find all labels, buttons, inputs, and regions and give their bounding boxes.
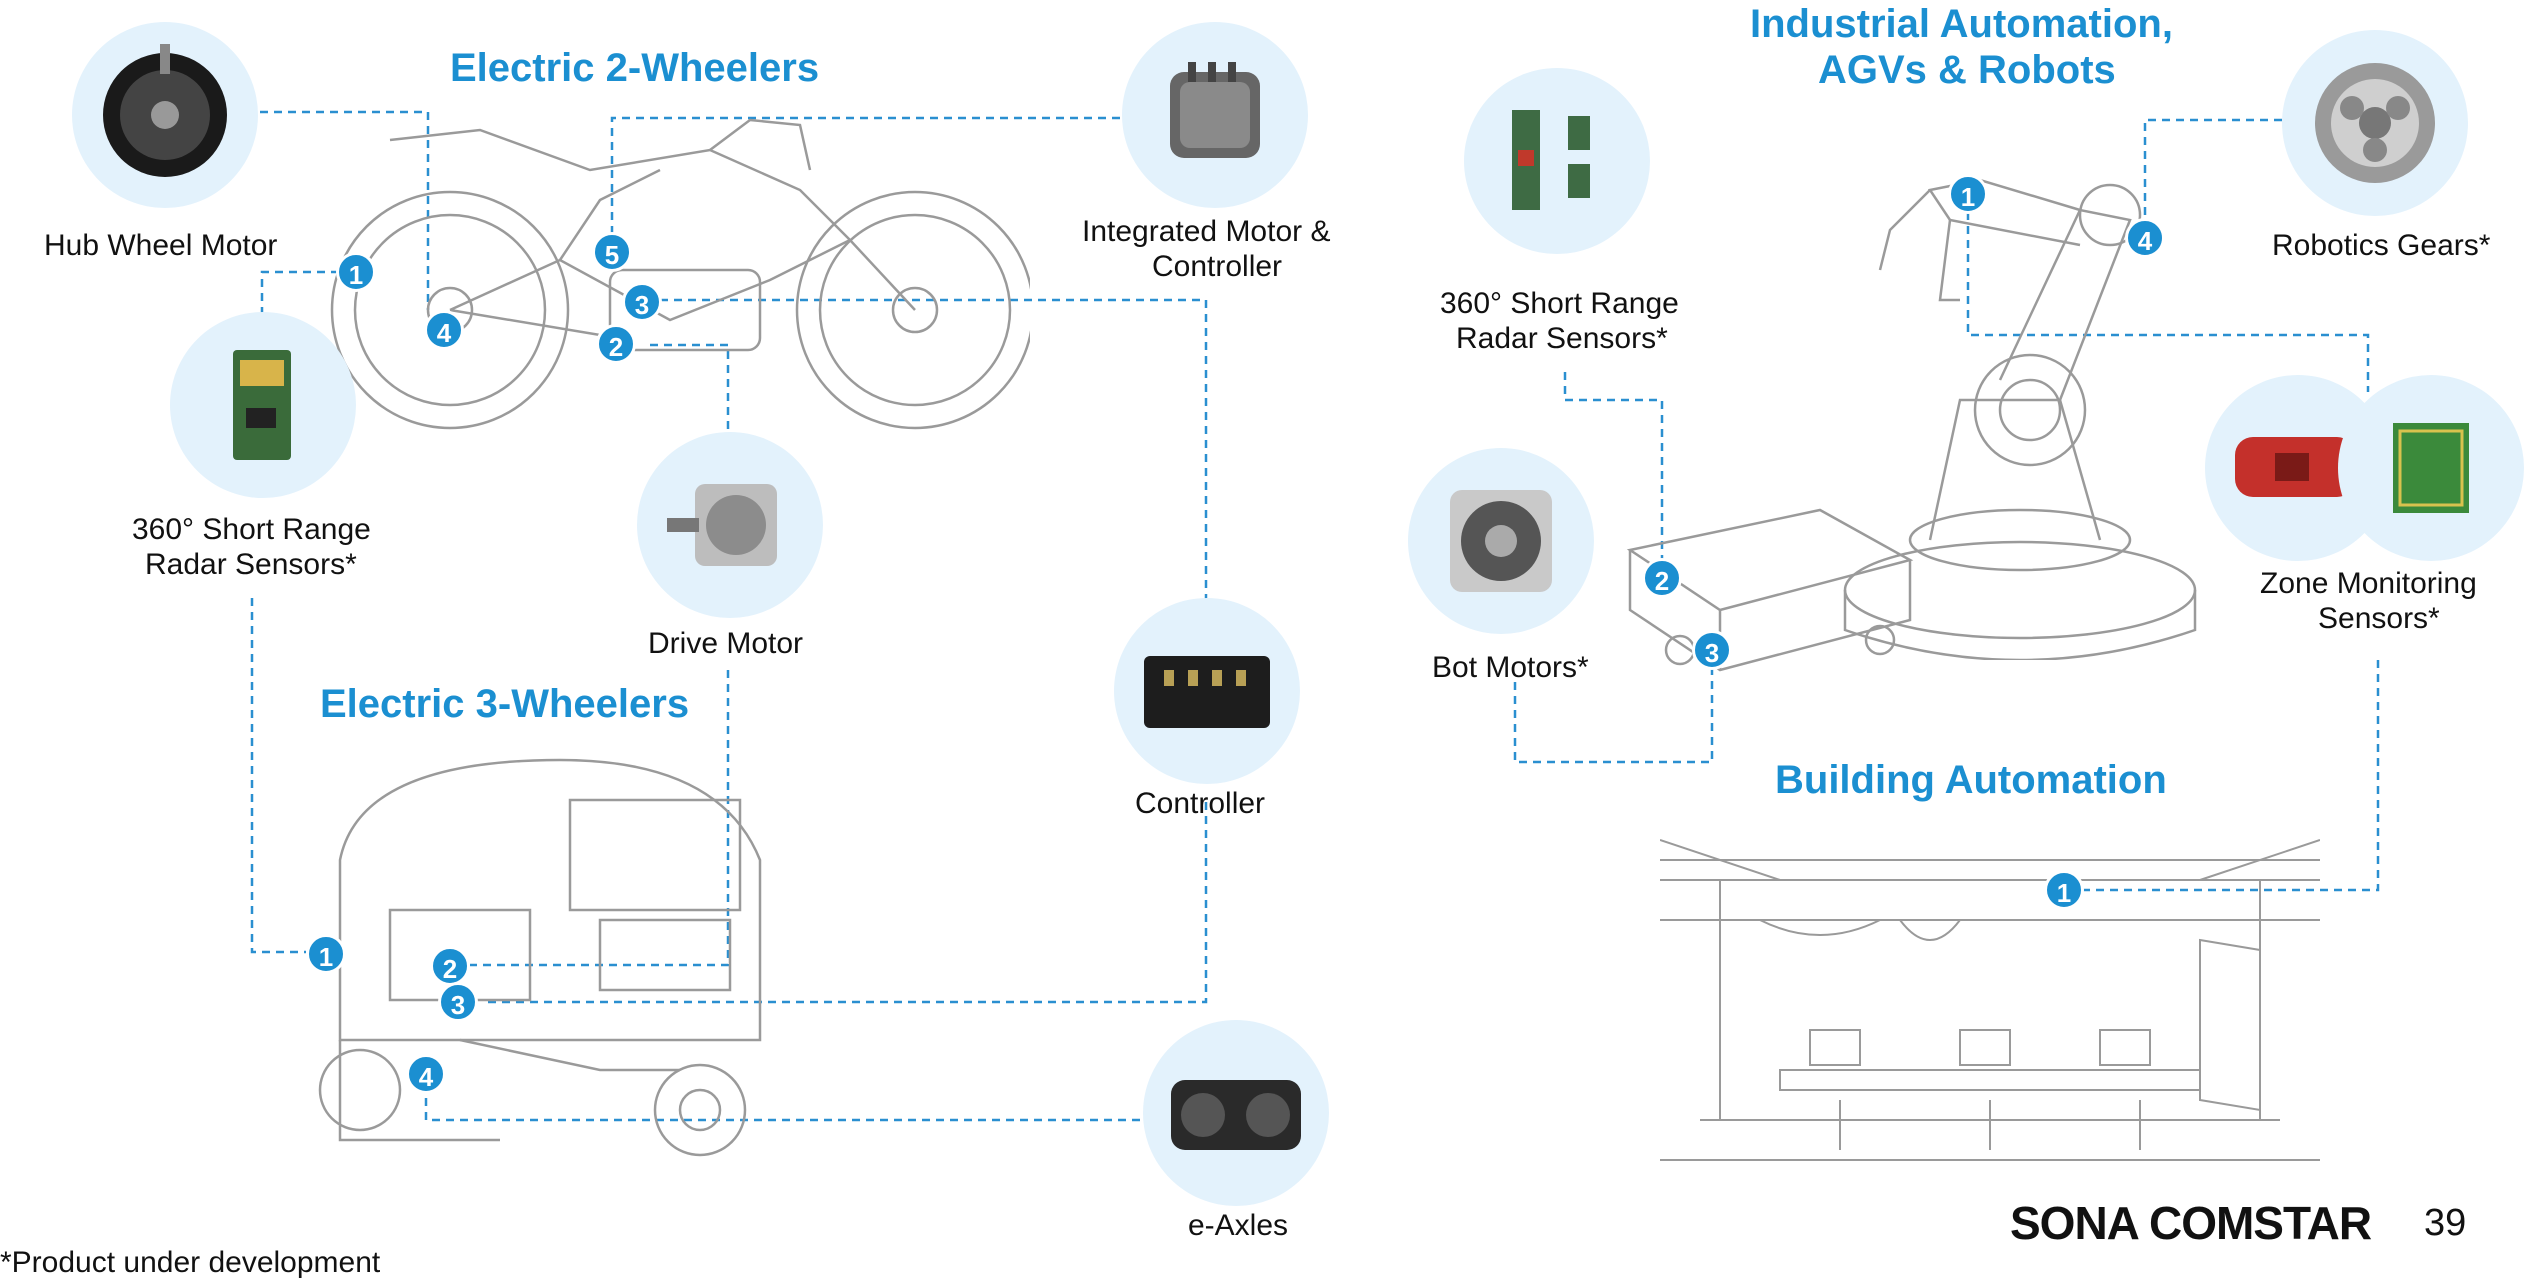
badge-3w-4: 4 <box>406 1054 446 1094</box>
robot-arm-illustration <box>1843 178 2197 660</box>
brand-logo: SONA COMSTAR <box>2010 1197 2372 1249</box>
radar-sensor-right-image <box>1464 68 1650 254</box>
label-drive-motor: Drive Motor <box>648 627 804 660</box>
badge-agv-3: 3 <box>1692 630 1732 670</box>
label-radar-right-line1: 360° Short Range <box>1440 287 1679 320</box>
heading-industrial-automation-line1: Industrial Automation, <box>1750 2 2173 46</box>
badge-2w-1: 1 <box>336 252 376 292</box>
office-illustration <box>1660 839 2320 1161</box>
controller-image <box>1114 598 1300 784</box>
hub-wheel-motor-image <box>72 22 258 208</box>
badge-agv-2: 2 <box>1642 558 1682 598</box>
footnote-product-under-development: *Product under development <box>0 1246 381 1279</box>
badge-3w-3: 3 <box>438 982 478 1022</box>
badge-robot-1: 1 <box>1948 174 1988 214</box>
label-controller: Controller <box>1135 787 1266 820</box>
heading-industrial-automation-line2: AGVs & Robots <box>1818 48 2116 92</box>
label-radar-left-line2: Radar Sensors* <box>145 548 357 581</box>
badge-building-1: 1 <box>2044 870 2084 910</box>
bot-motors-image <box>1408 448 1594 634</box>
badge-robot-4: 4 <box>2125 218 2165 258</box>
page-number: 39 <box>2424 1202 2467 1244</box>
e-axles-image <box>1143 1020 1329 1206</box>
heading-electric-2-wheelers: Electric 2-Wheelers <box>450 46 820 90</box>
label-hub-wheel-motor: Hub Wheel Motor <box>44 229 278 262</box>
label-bot-motors: Bot Motors* <box>1432 651 1589 684</box>
label-radar-right-line2: Radar Sensors* <box>1456 322 1668 355</box>
label-radar-left-line1: 360° Short Range <box>132 513 371 546</box>
radar-sensor-left-image <box>170 312 356 498</box>
badge-3w-1: 1 <box>306 934 346 974</box>
heading-building-automation: Building Automation <box>1775 758 2167 802</box>
label-zone-line2: Sensors* <box>2318 602 2440 635</box>
drive-motor-image <box>637 432 823 618</box>
auto-rickshaw-illustration <box>318 758 762 1157</box>
motorcycle-illustration <box>330 118 1030 430</box>
integrated-motor-controller-image <box>1122 22 1308 208</box>
badge-2w-2: 2 <box>596 324 636 364</box>
label-e-axles: e-Axles <box>1188 1209 1289 1242</box>
robotics-gears-image <box>2282 30 2468 216</box>
badge-2w-5: 5 <box>592 232 632 272</box>
label-integrated-line2: Controller <box>1152 250 1283 283</box>
badge-3w-2: 2 <box>430 946 470 986</box>
zone-sensor-b-image <box>2338 375 2524 561</box>
badge-2w-4: 4 <box>424 310 464 350</box>
label-integrated-line1: Integrated Motor & <box>1082 215 1331 248</box>
label-robotics-gears: Robotics Gears* <box>2272 229 2491 262</box>
label-zone-line1: Zone Monitoring <box>2260 567 2477 600</box>
heading-electric-3-wheelers: Electric 3-Wheelers <box>320 682 690 726</box>
badge-2w-3: 3 <box>622 282 662 322</box>
